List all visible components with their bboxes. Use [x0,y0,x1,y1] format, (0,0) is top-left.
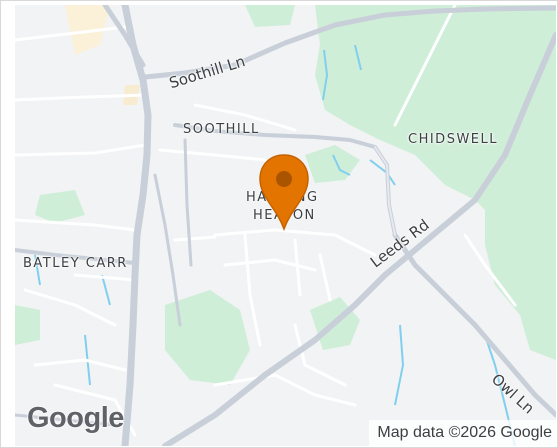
map-pin-icon[interactable] [258,153,310,232]
place-label-chidswell: CHIDSWELL [408,132,499,147]
map-attribution[interactable]: Map data ©2026 Google [369,420,556,446]
place-label-batley-carr: BATLEY CARR [23,256,128,271]
place-label-soothill: SOOTHILL [183,122,260,137]
map-canvas[interactable]: SOOTHILL CHIDSWELL HANGING HEATON BATLEY… [15,5,556,446]
map-tiles [15,5,556,446]
google-logo: Google [27,402,125,435]
